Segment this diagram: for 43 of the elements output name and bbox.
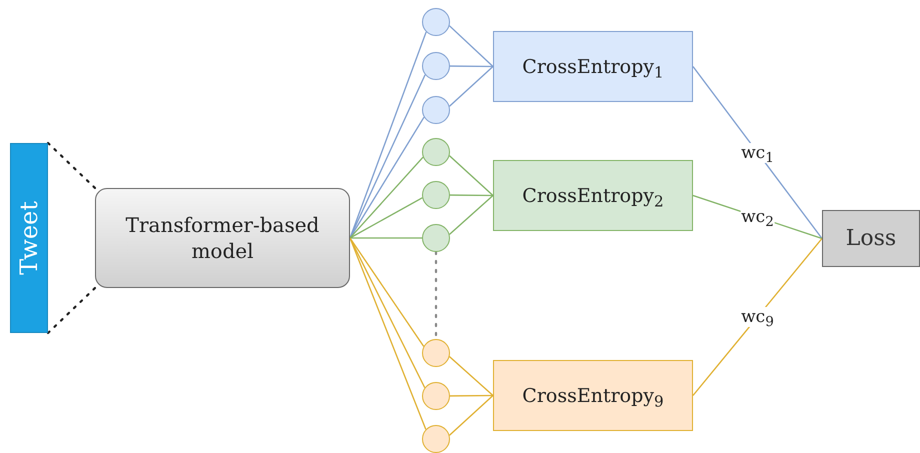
box-label: CrossEntropy$_{9}$ xyxy=(522,384,664,406)
connector-line xyxy=(450,65,493,68)
connector-line xyxy=(350,197,423,239)
model-box xyxy=(95,188,350,288)
connector-line xyxy=(349,238,426,430)
neuron-circle xyxy=(422,339,450,367)
input-bar xyxy=(10,143,48,333)
connector-line xyxy=(449,66,494,107)
connector-line xyxy=(349,32,427,238)
connector-line xyxy=(349,238,426,388)
edge-label: wc$_{9}$ xyxy=(740,307,775,327)
neuron-circle xyxy=(422,8,450,36)
box-label: CrossEntropy$_{1}$ xyxy=(522,56,664,78)
dotted-connector xyxy=(46,286,96,334)
box-label: Loss xyxy=(846,226,896,251)
connector-line xyxy=(450,394,493,397)
connector-line xyxy=(692,238,822,396)
output-box xyxy=(822,210,920,267)
connector-line xyxy=(350,237,422,239)
connector-line xyxy=(449,25,494,67)
connector-line xyxy=(449,195,494,235)
connector-line xyxy=(449,395,494,436)
neuron-circle xyxy=(422,382,450,410)
connector-line xyxy=(692,66,823,239)
input-label: Tweet xyxy=(15,201,43,275)
box-label: CrossEntropy$_{2}$ xyxy=(522,184,664,206)
dotted-connector xyxy=(46,142,96,190)
neuron-circle xyxy=(422,52,450,80)
model-label: Transformer-based model xyxy=(124,212,320,264)
neuron-circle xyxy=(422,181,450,209)
loss-function-box xyxy=(493,160,693,231)
connector-line xyxy=(349,74,426,238)
neuron-circle xyxy=(422,96,450,124)
neuron-circle xyxy=(422,224,450,252)
connector-line xyxy=(349,238,424,347)
loss-function-box xyxy=(493,31,693,102)
connector-line xyxy=(450,194,493,196)
connector-line xyxy=(449,356,494,396)
connector-line xyxy=(350,156,424,238)
neuron-circle xyxy=(422,138,450,166)
edge-label: wc$_{1}$ xyxy=(740,142,775,162)
loss-function-box xyxy=(493,360,693,431)
neuron-circle xyxy=(422,425,450,453)
